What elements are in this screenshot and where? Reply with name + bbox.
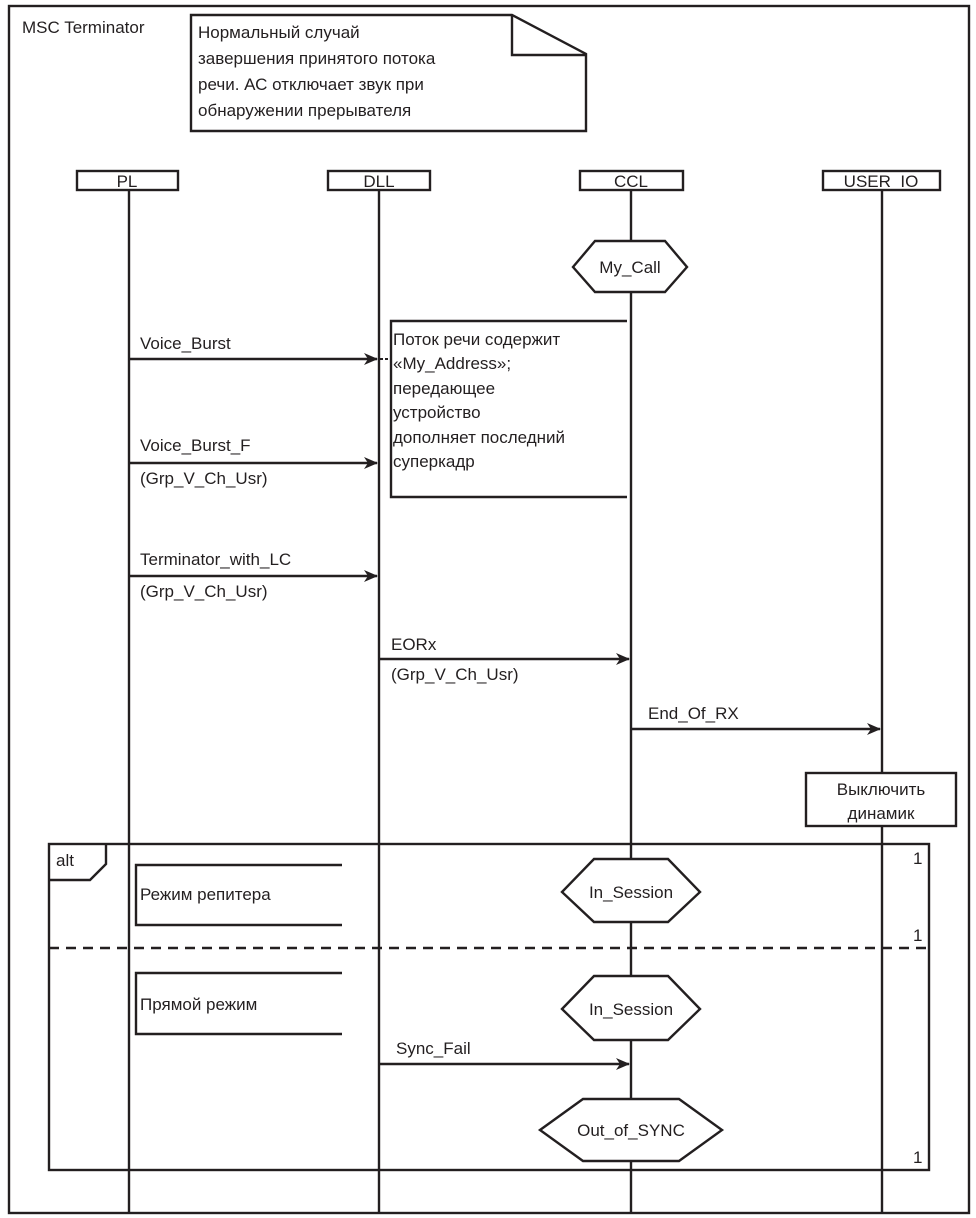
note-stream-line: передающее	[393, 379, 495, 398]
condition-out-of-sync: Out_of_SYNC	[537, 1097, 725, 1163]
condition-out-of-sync-text: Out_of_SYNC	[577, 1121, 685, 1140]
message-name: Voice_Burst	[140, 334, 231, 353]
message-terminator-with-lc: Terminator_with_LC (Grp_V_Ch_Usr)	[129, 550, 378, 601]
alt-operator-tab	[49, 844, 108, 882]
alt-operator-label: alt	[56, 851, 74, 870]
action-line: динамик	[848, 804, 915, 823]
message-param: (Grp_V_Ch_Usr)	[140, 582, 268, 601]
condition-my-call-text: My_Call	[599, 258, 660, 277]
diagram-title: MSC Terminator	[22, 18, 145, 37]
header-comment: Нормальный случай завершения принятого п…	[189, 13, 588, 133]
message-sync-fail: Sync_Fail	[379, 1039, 630, 1070]
note-stream-line: «My_Address»;	[393, 354, 511, 373]
note-stream-line: суперкадр	[393, 452, 475, 471]
instance-user-io: USER_IO	[821, 169, 942, 192]
message-voice-burst: Voice_Burst	[129, 334, 378, 365]
note-direct-mode-text: Прямой режим	[140, 995, 257, 1014]
note-stream-line: устройство	[393, 403, 481, 422]
instance-dll: DLL	[326, 169, 432, 192]
instance-pl-label: PL	[117, 172, 138, 191]
note-direct-mode: Прямой режим	[134, 971, 342, 1036]
message-voice-burst-f: Voice_Burst_F (Grp_V_Ch_Usr)	[129, 436, 378, 488]
condition-in-session-1-text: In_Session	[589, 883, 673, 902]
instance-pl: PL	[75, 169, 180, 192]
instance-user-io-label: USER_IO	[844, 172, 919, 191]
header-comment-line: обнаружении прерывателя	[198, 101, 411, 120]
message-name: Terminator_with_LC	[140, 550, 291, 569]
header-comment-line: завершения принятого потока	[198, 49, 436, 68]
note-repeater-mode: Режим репитера	[134, 863, 342, 927]
condition-in-session-2: In_Session	[560, 974, 702, 1042]
alt-counter: 1	[913, 926, 922, 945]
message-param: (Grp_V_Ch_Usr)	[140, 469, 268, 488]
action-line: Выключить	[837, 780, 926, 799]
header-comment-line: Нормальный случай	[198, 23, 360, 42]
message-eorx: EORx (Grp_V_Ch_Usr)	[379, 635, 630, 684]
message-param: (Grp_V_Ch_Usr)	[391, 665, 519, 684]
header-comment-line: речи. АС отключает звук при	[198, 75, 424, 94]
message-name: End_Of_RX	[648, 704, 739, 723]
instance-dll-label: DLL	[363, 172, 394, 191]
condition-in-session-1: In_Session	[560, 857, 702, 924]
note-stream: Поток речи содержит «My_Address»; переда…	[380, 319, 627, 499]
instance-ccl: CCL	[578, 169, 685, 192]
message-name: EORx	[391, 635, 437, 654]
action-speaker-off: Выключить динамик	[804, 771, 958, 828]
condition-my-call: My_Call	[571, 239, 689, 294]
note-stream-line: Поток речи содержит	[393, 330, 560, 349]
message-end-of-rx: End_Of_RX	[631, 704, 881, 735]
alt-counter: 1	[913, 1148, 922, 1167]
alt-counter: 1	[913, 849, 922, 868]
note-stream-line: дополняет последний	[393, 428, 565, 447]
message-name: Sync_Fail	[396, 1039, 471, 1058]
alt-frame: alt 1 1 1	[47, 842, 931, 1172]
instance-ccl-label: CCL	[614, 172, 648, 191]
condition-in-session-2-text: In_Session	[589, 1000, 673, 1019]
message-name: Voice_Burst_F	[140, 436, 251, 455]
msc-frame	[7, 4, 971, 1215]
note-repeater-mode-text: Режим репитера	[140, 885, 271, 904]
